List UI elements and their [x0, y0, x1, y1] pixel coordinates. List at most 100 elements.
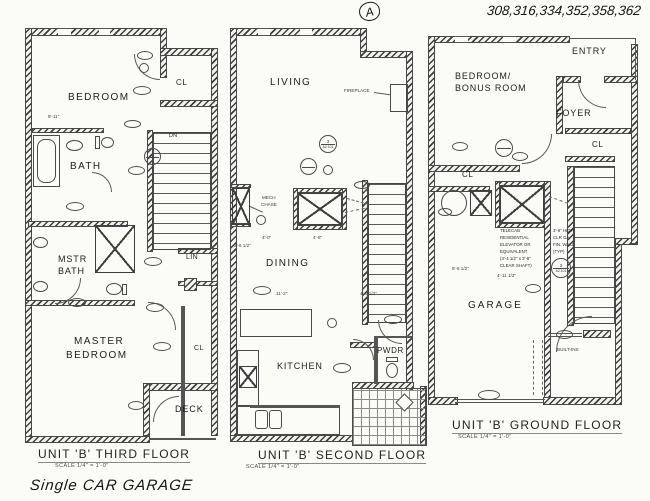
- dimension-text: 8'-11": [48, 114, 60, 119]
- plan-scale-note: SCALE 1/4" = 1'-0": [246, 464, 300, 470]
- room-label-dining: DINING: [266, 258, 310, 269]
- window-tag: [327, 318, 337, 328]
- entry-edge-line: [570, 38, 636, 39]
- door-swing-arc: [522, 134, 552, 164]
- fireplace: [390, 84, 408, 112]
- wall-segment: [495, 181, 500, 228]
- wall-segment: [178, 281, 218, 286]
- room-label-closet: CL: [592, 140, 604, 149]
- mech-chase-label: MECH: [262, 195, 276, 200]
- range-oven: [239, 366, 257, 388]
- garage-door-line: [455, 402, 545, 403]
- detail-callout: 3 A2.101: [319, 135, 337, 153]
- wall-segment: [25, 436, 150, 443]
- plan-scale-note: SCALE 1/4" = 1'-0": [458, 434, 512, 440]
- plan-title-second-floor: UNIT 'B' SECOND FLOOR: [258, 448, 427, 464]
- counter-edge: [250, 405, 340, 408]
- builtins-label: BUILT-INS: [557, 347, 579, 352]
- wall-segment: [631, 44, 638, 244]
- room-label-closet: CL: [194, 345, 204, 352]
- shower: [95, 225, 135, 273]
- kitchen-sink: [269, 410, 282, 429]
- door-tag: [128, 401, 144, 410]
- door-swing-arc: [578, 80, 606, 108]
- dimension-text: 6'-8 1/2": [452, 266, 469, 271]
- door-tag: [384, 315, 402, 324]
- revision-mark-circle: A: [357, 0, 382, 23]
- detail-callout: [144, 148, 161, 165]
- door-tag: [146, 303, 164, 312]
- door-tag: [512, 152, 528, 161]
- closet-partition: [181, 306, 185, 436]
- window-tag: [323, 165, 333, 175]
- wall-segment: [615, 244, 622, 405]
- wall-segment: [293, 225, 347, 230]
- window-opening: [258, 28, 270, 36]
- wall-segment: [428, 397, 458, 405]
- door-tag: [354, 181, 370, 189]
- dimension-text: 2'-6 1/2": [234, 243, 251, 248]
- stairs-third-floor: [153, 132, 211, 250]
- stair-direction-label: DN: [169, 133, 178, 139]
- toilet-tank: [95, 136, 100, 149]
- dimension-text: 4'-6 1/2": [360, 291, 377, 296]
- toilet-bowl: [106, 283, 122, 295]
- detail-callout: [300, 158, 317, 175]
- door-tag: [66, 202, 84, 211]
- wall-segment: [25, 28, 167, 36]
- window-opening: [99, 28, 110, 36]
- dimension-text: 4'-11 1/2": [497, 273, 517, 278]
- door-tag: [137, 51, 153, 60]
- handwritten-unit-numbers: 308,316,334,352,358,362: [486, 3, 642, 18]
- door-tag: [68, 298, 86, 307]
- room-label-bedroom: BEDROOM: [68, 92, 130, 103]
- kitchen-counter: [237, 405, 340, 435]
- wall-segment: [565, 128, 631, 134]
- wall-segment: [160, 100, 218, 107]
- deck-edge-line: [150, 438, 216, 440]
- window-tag: [139, 63, 149, 73]
- dashed-line: [533, 340, 534, 395]
- kitchen-counter: [237, 350, 259, 407]
- window-tag: [256, 215, 266, 225]
- room-label-deck: DECK: [175, 404, 204, 414]
- room-label-foyer: FOYER: [556, 108, 592, 118]
- wall-segment: [293, 188, 298, 230]
- bathtub-basin: [37, 139, 56, 183]
- toilet-tank: [122, 284, 127, 295]
- wall-segment: [32, 128, 104, 133]
- mstr-sink: [33, 281, 48, 292]
- wall-segment: [143, 383, 150, 436]
- wall-segment: [428, 165, 520, 172]
- leader-line: [249, 206, 263, 213]
- powder-partition: [374, 336, 378, 384]
- wall-segment: [563, 76, 581, 83]
- window-opening: [300, 28, 312, 36]
- plan-title-ground-floor: UNIT 'B' GROUND FLOOR: [452, 418, 623, 434]
- wall-segment: [160, 48, 218, 56]
- door-tag: [556, 330, 573, 339]
- fireplace-label: FIREPLACE: [344, 88, 370, 93]
- stairs-second-floor: [368, 183, 406, 323]
- wall-segment: [565, 156, 615, 162]
- detail-callout: 3 A2.101: [551, 258, 571, 278]
- room-label-bonus: BONUS ROOM: [455, 83, 527, 93]
- room-label-linen: LIN: [186, 254, 199, 261]
- equipment-box: [470, 190, 492, 216]
- counter-peninsula: [240, 309, 312, 337]
- mech-chase: [232, 188, 250, 225]
- wall-segment: [147, 130, 153, 252]
- revision-mark-letter: A: [364, 3, 375, 20]
- wall-segment: [543, 397, 622, 405]
- leader-line: [373, 92, 390, 96]
- garage-door-line: [455, 399, 545, 400]
- door-tag: [333, 363, 351, 373]
- door-tag: [128, 166, 145, 175]
- dimension-text: 4'-0": [262, 235, 272, 240]
- room-label-entry: ENTRY: [572, 46, 607, 56]
- mstr-sink: [33, 237, 48, 248]
- door-tag: [253, 286, 271, 295]
- bathtub: [33, 135, 60, 187]
- wall-segment: [604, 76, 638, 83]
- toilet-bowl: [101, 137, 114, 148]
